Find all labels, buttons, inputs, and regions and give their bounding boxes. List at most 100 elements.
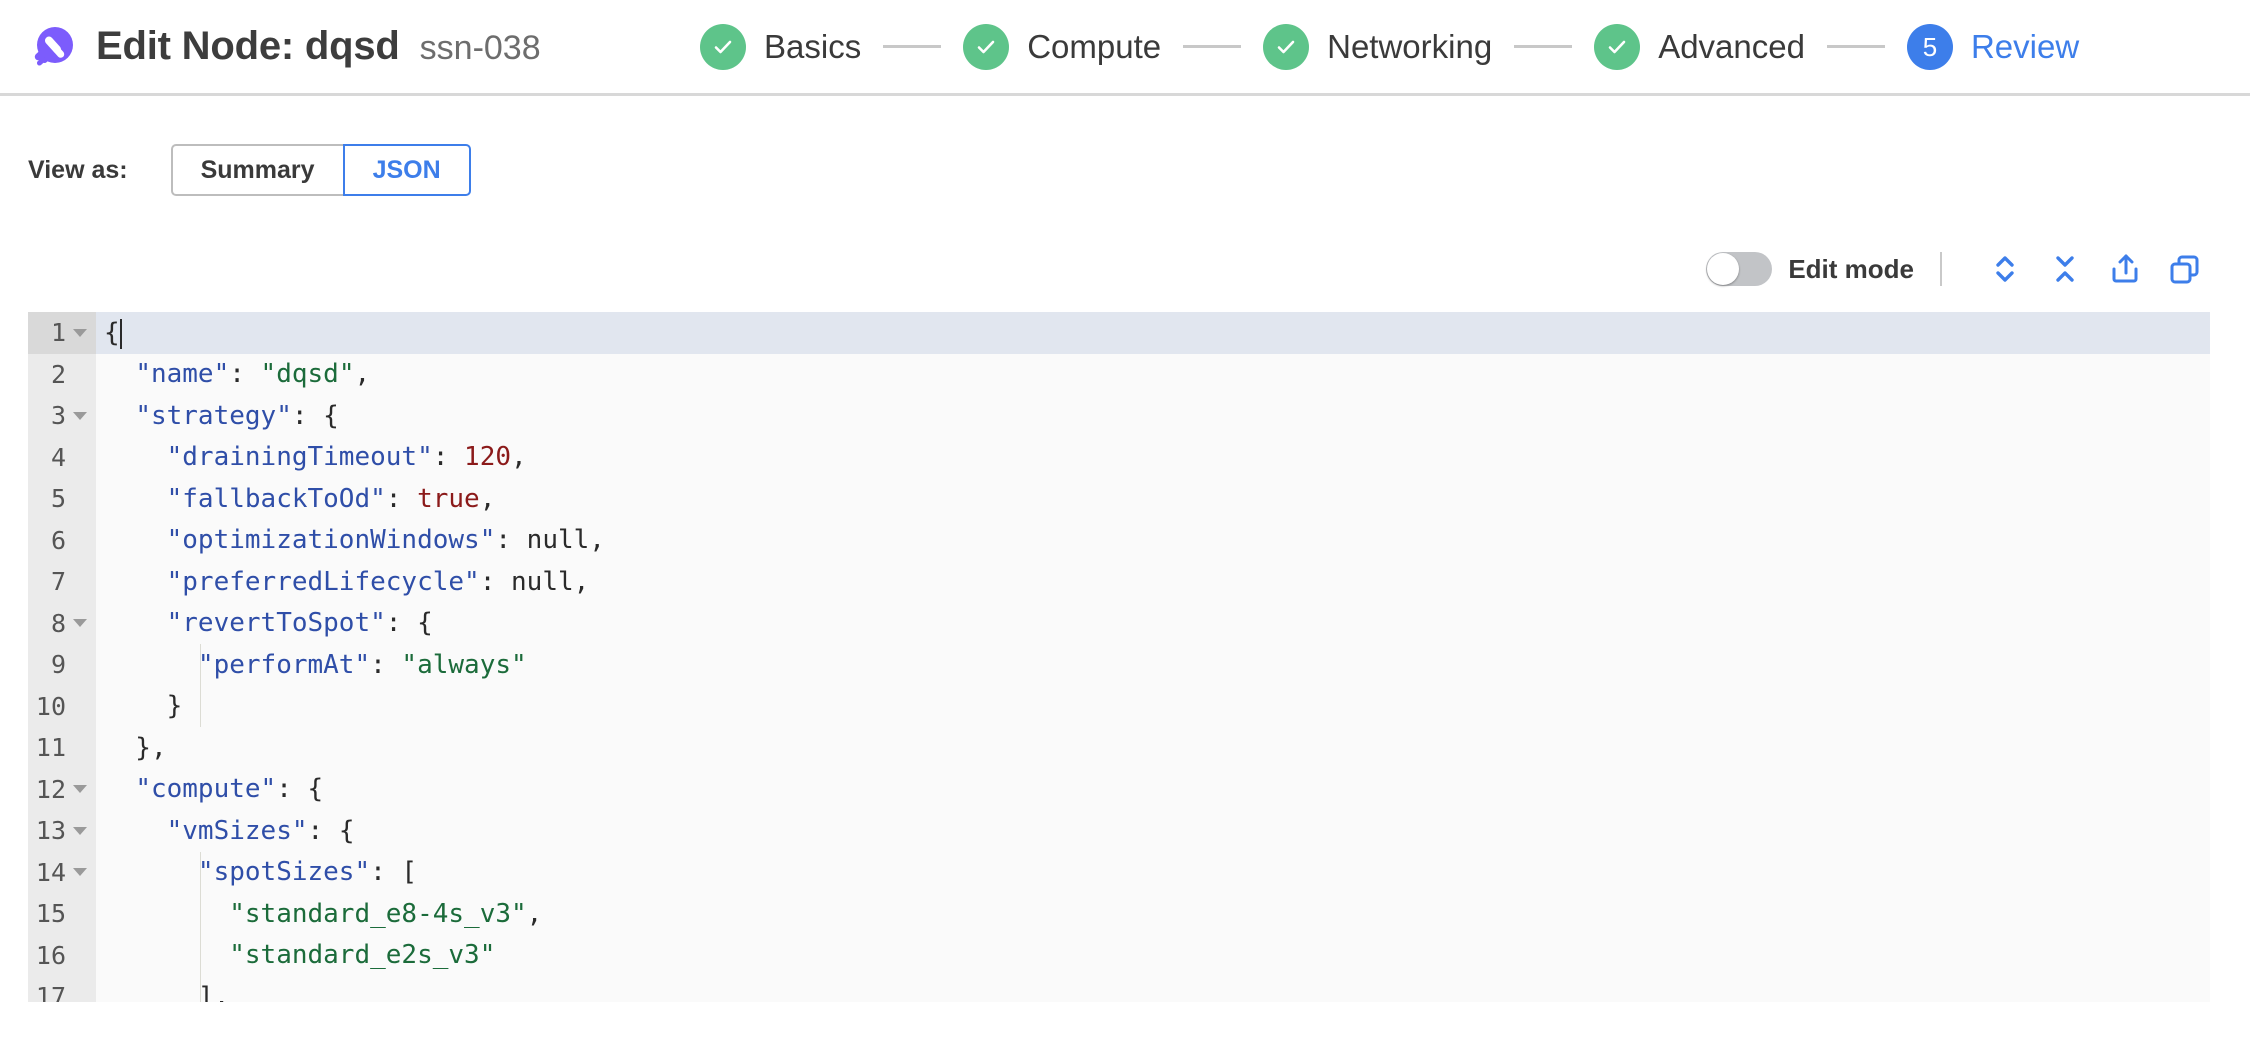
code-line-8[interactable]: "revertToSpot": { <box>96 603 2210 645</box>
step-connector <box>1183 45 1242 48</box>
fold-triangle-icon[interactable] <box>70 826 90 835</box>
code-line-11[interactable]: }, <box>96 727 2210 769</box>
line-number: 9 <box>50 650 66 680</box>
code-line-15[interactable]: "standard_e8-4s_v3", <box>96 893 2210 935</box>
token-punc: , <box>573 566 590 597</box>
token-key: "fallbackToOd" <box>166 483 386 514</box>
gutter-line-14: 14 <box>28 852 96 894</box>
token-punc: , <box>511 442 527 473</box>
page-title: Edit Node: dqsd <box>96 24 400 68</box>
step-connector <box>883 45 942 48</box>
gutter-line-1: 1 <box>28 312 96 354</box>
fold-triangle-glyph <box>73 619 87 628</box>
gutter-line-11: 11 <box>28 727 96 769</box>
step-compute[interactable]: Compute <box>963 23 1161 70</box>
code-area[interactable]: { "name": "dqsd", "strategy": { "drainin… <box>96 312 2210 1002</box>
token-punc <box>104 816 167 846</box>
gutter-line-16: 16 <box>28 935 96 977</box>
step-connector <box>1514 45 1573 48</box>
token-key: "compute" <box>135 774 277 805</box>
view-as-json-button[interactable]: JSON <box>342 144 471 196</box>
token-punc <box>104 940 229 970</box>
expand-all-icon[interactable] <box>1982 246 2028 292</box>
token-punc: }, <box>104 732 167 763</box>
edit-mode-toggle-knob <box>1707 253 1740 285</box>
code-line-4[interactable]: "drainingTimeout": 120, <box>96 437 2210 479</box>
line-number: 8 <box>50 608 66 638</box>
fold-triangle-icon[interactable] <box>70 619 90 628</box>
step-networking-badge <box>1263 23 1310 70</box>
wizard-stepper: Basics Compute Networking <box>690 0 2080 93</box>
json-editor-toolbar: Edit mode <box>0 244 2250 294</box>
check-icon <box>1608 40 1626 53</box>
code-line-14[interactable]: "spotSizes": [ <box>96 851 2210 893</box>
gutter-line-9: 9 <box>28 644 96 686</box>
line-number: 15 <box>35 899 66 929</box>
token-punc <box>104 857 198 887</box>
code-line-3[interactable]: "strategy": { <box>96 395 2210 437</box>
toolbar-divider <box>1940 252 1942 286</box>
gutter-line-10: 10 <box>28 686 96 728</box>
fold-triangle-glyph <box>73 785 87 794</box>
step-connector <box>1826 45 1885 48</box>
share-export-icon[interactable] <box>2102 246 2148 292</box>
token-punc: : <box>385 483 418 514</box>
code-line-2[interactable]: "name": "dqsd", <box>96 354 2210 396</box>
check-icon <box>714 40 732 53</box>
line-number: 13 <box>35 816 66 846</box>
step-advanced-label: Advanced <box>1658 27 1805 65</box>
spot-comet-logo-icon <box>34 26 73 66</box>
step-networking[interactable]: Networking <box>1263 23 1493 70</box>
code-line-1[interactable]: { <box>96 312 2210 354</box>
gutter-line-17: 17 <box>28 976 96 1002</box>
step-networking-label: Networking <box>1327 27 1493 65</box>
code-line-6[interactable]: "optimizationWindows": null, <box>96 520 2210 562</box>
token-punc <box>104 401 135 431</box>
token-punc: { <box>104 317 120 348</box>
code-line-13[interactable]: "vmSizes": { <box>96 810 2210 852</box>
fold-triangle-icon[interactable] <box>70 785 90 794</box>
step-basics[interactable]: Basics <box>700 23 862 70</box>
step-review[interactable]: 5 Review <box>1906 23 2079 70</box>
collapse-all-icon[interactable] <box>2042 246 2088 292</box>
fold-triangle-icon[interactable] <box>70 328 90 337</box>
copy-icon[interactable] <box>2162 246 2208 292</box>
code-line-16[interactable]: "standard_e2s_v3" <box>96 934 2210 976</box>
fold-triangle-icon[interactable] <box>70 411 90 420</box>
token-key: "strategy" <box>135 400 292 431</box>
token-punc: : <box>479 566 512 597</box>
token-punc <box>104 484 167 514</box>
code-line-12[interactable]: "compute": { <box>96 769 2210 811</box>
code-line-9[interactable]: "performAt": "always" <box>96 644 2210 686</box>
code-line-10[interactable]: } <box>96 685 2210 727</box>
line-number: 12 <box>35 774 66 804</box>
line-number: 1 <box>50 318 66 348</box>
view-as-summary-button[interactable]: Summary <box>170 144 343 196</box>
text-caret <box>119 318 122 349</box>
token-null: null <box>526 525 590 556</box>
code-line-17[interactable]: ], <box>96 976 2210 1002</box>
line-number: 6 <box>50 525 66 555</box>
token-punc <box>104 525 167 555</box>
step-advanced[interactable]: Advanced <box>1594 23 1805 70</box>
indent-guide <box>200 851 201 893</box>
token-str: "always" <box>401 649 527 680</box>
code-line-5[interactable]: "fallbackToOd": true, <box>96 478 2210 520</box>
token-num: 120 <box>464 442 512 473</box>
step-review-badge: 5 <box>1906 23 1953 70</box>
fold-triangle-icon[interactable] <box>70 868 90 877</box>
fold-triangle-glyph <box>73 826 87 835</box>
token-punc <box>104 359 135 389</box>
token-key: "name" <box>135 359 230 390</box>
token-punc: : <box>370 649 402 680</box>
token-punc: } <box>104 691 183 722</box>
token-punc <box>104 442 167 472</box>
code-line-7[interactable]: "preferredLifecycle": null, <box>96 561 2210 603</box>
edit-mode-toggle[interactable] <box>1706 252 1773 286</box>
step-basics-label: Basics <box>764 27 862 65</box>
token-punc <box>104 608 167 638</box>
check-icon <box>1277 40 1295 53</box>
token-key: "drainingTimeout" <box>166 442 433 473</box>
token-punc: , <box>526 898 543 929</box>
